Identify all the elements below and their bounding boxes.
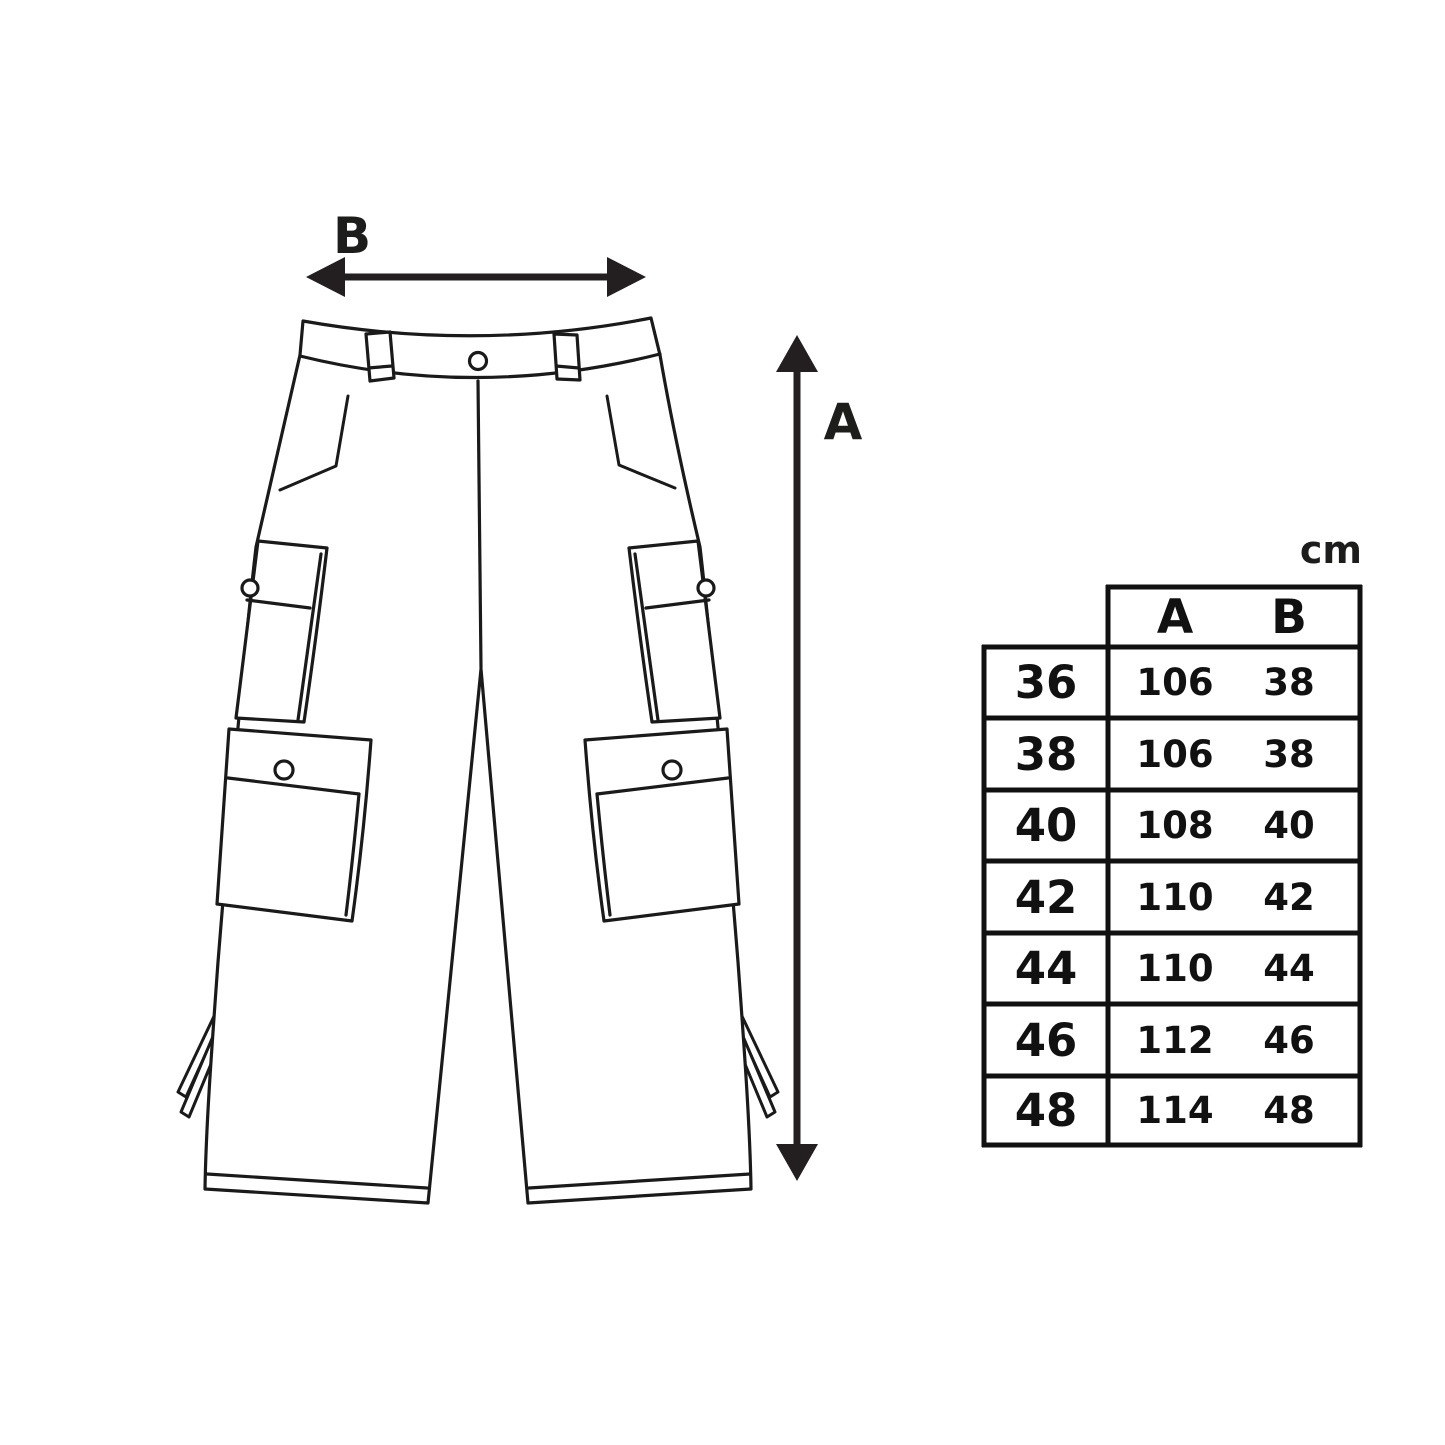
- table-cell-b: 38: [1263, 661, 1315, 704]
- unit-label: cm: [1299, 528, 1362, 572]
- table-cell-size: 44: [1014, 942, 1078, 995]
- table-header-b: B: [1271, 589, 1307, 645]
- table-cell-b: 38: [1263, 732, 1315, 776]
- table-cell-a: 110: [1136, 875, 1214, 919]
- table-cell-a: 114: [1136, 1089, 1214, 1132]
- belt-loop-left: [364, 330, 396, 383]
- cargo-pocket-upper-left: [234, 539, 329, 724]
- table-cell-a: 106: [1136, 661, 1214, 704]
- table-cell-b: 42: [1263, 875, 1315, 919]
- table-cell-b: 40: [1263, 804, 1315, 847]
- cargo-pocket-upper-right: [627, 539, 722, 724]
- cargo-pocket-lower-right: [583, 727, 741, 923]
- table-cell-a: 108: [1136, 804, 1214, 847]
- hem-line-right: [527, 1172, 752, 1190]
- table-cell-size: 38: [1014, 727, 1078, 781]
- table-cell-b: 44: [1263, 947, 1315, 990]
- belt-loop-right: [552, 332, 582, 382]
- dimension-label-a: A: [823, 393, 863, 451]
- front-pocket-line-right: [605, 394, 677, 490]
- waistband-bottom-line: [298, 352, 662, 380]
- dimension-label-b: B: [332, 207, 372, 265]
- hem-line-left: [205, 1172, 429, 1190]
- table-cell-size: 46: [1014, 1013, 1078, 1067]
- table-cell-a: 106: [1136, 732, 1214, 776]
- waistband-button: [467, 350, 489, 372]
- table-cell-a: 112: [1136, 1018, 1214, 1062]
- table-cell-b: 48: [1263, 1089, 1315, 1132]
- waistband: [298, 352, 662, 670]
- table-cell-a: 110: [1136, 947, 1214, 990]
- table-cell-size: 42: [1014, 870, 1078, 924]
- front-pocket-line-left: [278, 394, 350, 492]
- table-cell-size: 40: [1014, 799, 1078, 852]
- table-header-a: A: [1156, 589, 1194, 645]
- table-cell-size: 36: [1014, 656, 1078, 709]
- cargo-pocket-lower-left: [215, 727, 373, 923]
- height-dimension-arrow-icon: [776, 335, 818, 1181]
- table-cell-b: 46: [1263, 1018, 1315, 1062]
- fly-line: [476, 379, 483, 670]
- width-dimension-arrow-icon: [306, 257, 646, 297]
- table-cell-size: 48: [1014, 1084, 1078, 1137]
- size-table-grid: [981, 584, 1363, 1148]
